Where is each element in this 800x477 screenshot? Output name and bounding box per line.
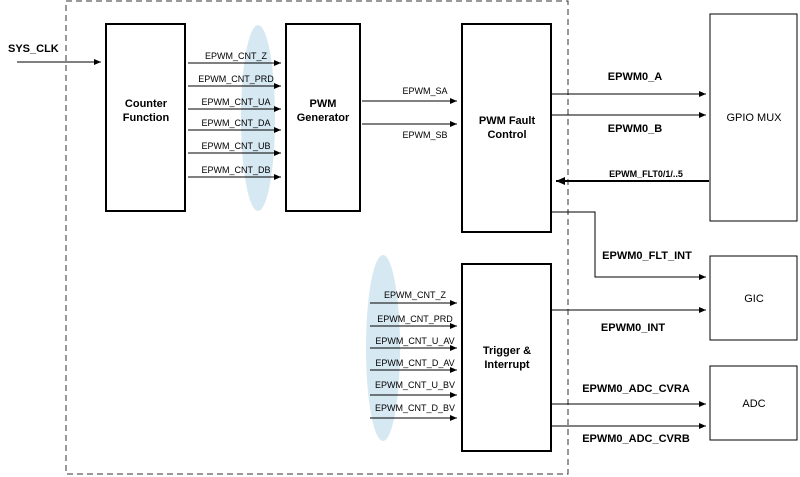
gic-block: GIC <box>709 255 798 341</box>
trigger-input-label: EPWM_CNT_U_AV <box>375 336 454 346</box>
pwm-sb-label: EPWM_SB <box>402 130 447 140</box>
trigger-input-label: EPWM_CNT_PRD <box>377 314 453 324</box>
sys-clk-label: SYS_CLK <box>8 43 59 55</box>
adc-cvrb-label: EPWM0_ADC_CVRB <box>582 433 690 445</box>
gic-label: GIC <box>744 293 764 305</box>
trigger-input-label: EPWM_CNT_D_BV <box>375 403 455 413</box>
counter-output-label: EPWM_CNT_PRD <box>198 74 274 84</box>
fault-block-label-2: Control <box>487 129 526 141</box>
pwm-generator-block: PWM Generator <box>285 23 361 212</box>
pwm-fault-control-block: PWM Fault Control <box>461 23 552 233</box>
counter-output-label: EPWM_CNT_UA <box>201 97 270 107</box>
counter-output-label: EPWM_CNT_DA <box>201 118 270 128</box>
adc-cvra-label: EPWM0_ADC_CVRA <box>582 383 690 395</box>
trigger-inputs: EPWM_CNT_Z EPWM_CNT_PRD EPWM_CNT_U_AV EP… <box>370 290 457 421</box>
flt-int-arrow <box>552 211 706 280</box>
trigger-block-label-1: Trigger & <box>483 345 531 357</box>
trigger-input-label: EPWM_CNT_Z <box>384 290 447 300</box>
counter-function-block: Counter Function <box>105 23 186 212</box>
trigger-input-label: EPWM_CNT_D_AV <box>375 358 454 368</box>
counter-output-label: EPWM_CNT_DB <box>201 165 270 175</box>
pwm-gen-label-2: Generator <box>297 112 350 124</box>
epwm-module-boundary <box>65 0 569 475</box>
epwm0-int-label: EPWM0_INT <box>601 322 665 334</box>
counter-output-label: EPWM_CNT_Z <box>205 51 268 61</box>
pwm-gen-label-1: PWM <box>310 98 337 110</box>
trigger-input-label: EPWM_CNT_U_BV <box>375 380 455 390</box>
adc-block: ADC <box>709 365 798 441</box>
trigger-interrupt-block: Trigger & Interrupt <box>461 263 552 452</box>
pwm-sa-label: EPWM_SA <box>402 86 447 96</box>
counter-bus-highlight <box>241 25 275 211</box>
epwm0-b-label: EPWM0_B <box>608 123 662 135</box>
adc-label: ADC <box>742 398 765 410</box>
gpio-mux-label: GPIO MUX <box>726 112 782 124</box>
counter-block-label-2: Function <box>123 112 170 124</box>
fault-block-label-1: PWM Fault <box>479 115 536 127</box>
trigger-block-label-2: Interrupt <box>484 359 530 371</box>
counter-outputs: EPWM_CNT_Z EPWM_CNT_PRD EPWM_CNT_UA EPWM… <box>188 51 281 180</box>
counter-output-label: EPWM_CNT_UB <box>201 141 270 151</box>
epwm0-a-label: EPWM0_A <box>608 71 662 83</box>
flt-int-label: EPWM0_FLT_INT <box>602 250 692 262</box>
fault-input-label: EPWM_FLT0/1/..5 <box>609 169 683 179</box>
gpio-mux-block: GPIO MUX <box>709 13 798 222</box>
counter-block-label-1: Counter <box>125 98 168 110</box>
